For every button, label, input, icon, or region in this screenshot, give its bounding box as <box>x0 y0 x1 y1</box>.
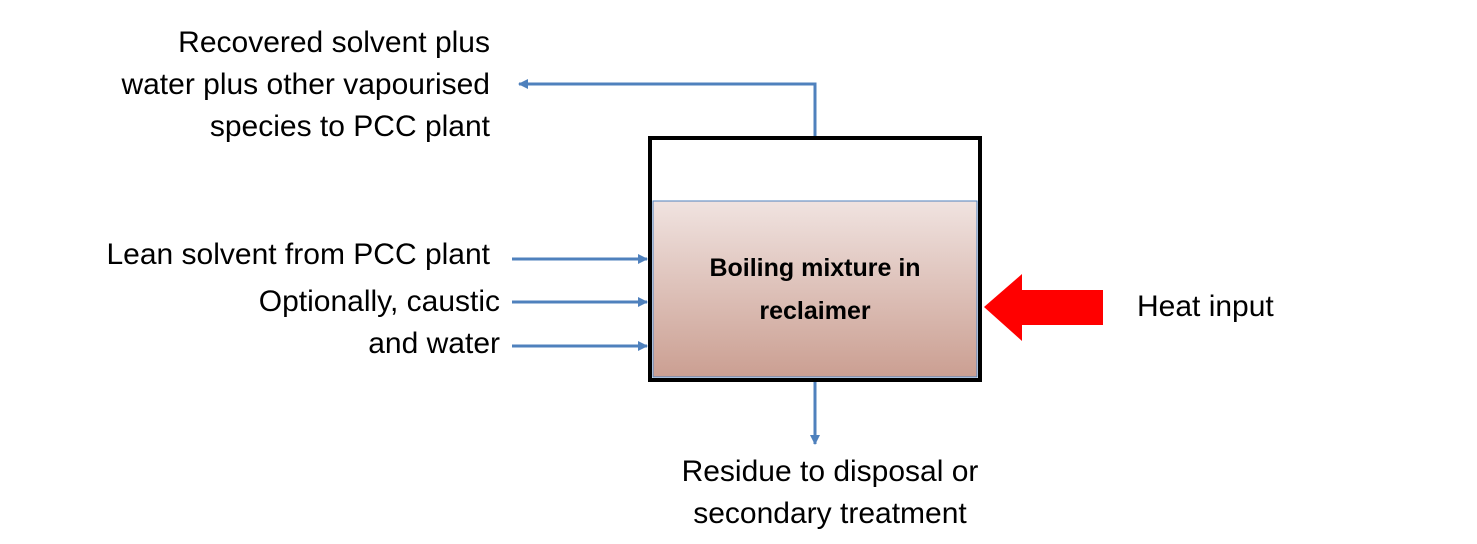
vessel-label: Boiling mixture in reclaimer <box>655 247 975 333</box>
vapour-outlet-arrow <box>518 79 817 136</box>
lean-solvent-label: Lean solvent from PCC plant <box>106 238 490 271</box>
caustic-label-line: and water <box>368 327 500 360</box>
caustic-label-line: Optionally, caustic <box>258 285 500 318</box>
vapour-label-line: species to PCC plant <box>209 110 490 143</box>
vapour-label-line: Recovered solvent plus <box>178 26 490 59</box>
vapour-label-line: water plus other vapourised <box>121 68 490 101</box>
heat-input-label: Heat input <box>1137 290 1274 323</box>
vessel-label-line: reclaimer <box>759 297 871 325</box>
heat-arrow <box>984 274 1103 341</box>
residue-label-line: Residue to disposal or <box>681 455 979 488</box>
vessel-label-line: Boiling mixture in <box>709 254 921 282</box>
residue-label: Residue to disposal or secondary treatme… <box>630 451 1030 535</box>
vapour-label: Recovered solvent plus water plus other … <box>121 22 490 148</box>
caustic-label: Optionally, caustic and water <box>259 281 500 365</box>
residue-label-line: secondary treatment <box>693 497 967 530</box>
liquid <box>652 200 978 378</box>
